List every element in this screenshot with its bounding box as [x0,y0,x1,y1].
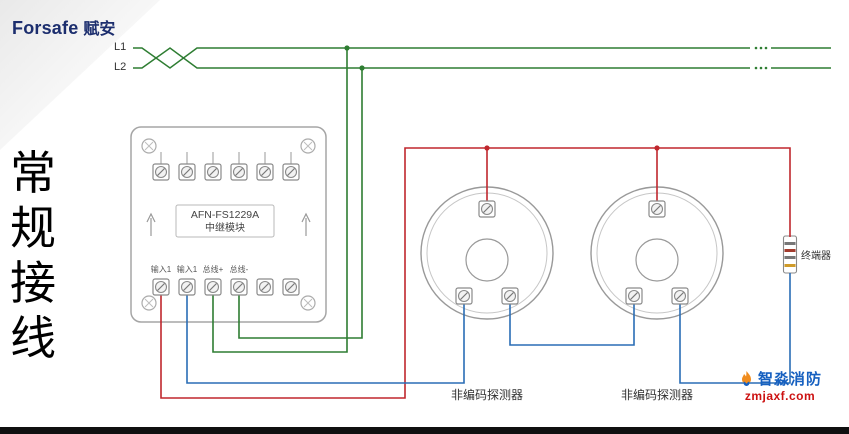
detector2-label: 非编码探测器 [620,388,693,402]
module-model: AFN-FS1229A [190,209,260,221]
title-char: 规 [10,203,56,254]
corner-screw [141,138,157,154]
brand-logo: Forsafe 赋安 [12,15,115,39]
junction-dot [359,65,365,71]
title-char: 接 [10,258,56,309]
brand-name-cn: 赋安 [83,21,116,38]
l2-label: L2 [114,61,127,73]
junction-dot [484,145,490,151]
watermark-site: zmjaxf.com [744,389,816,403]
junction-dot [654,145,660,151]
zone-negative-wire-det2-to-eol [679,273,791,384]
terminal-label-bus-plus: 总线+ [202,265,224,274]
corner-screw [141,295,157,311]
bus-drop-wire-2 [238,68,363,339]
corner-screw [300,295,316,311]
zone-negative-wire-module-to-det1 [186,287,465,384]
bus-drop-wire-1 [212,48,348,353]
bus-line-l2 [133,47,831,69]
eol-resistor-label: 终端器 [801,251,831,262]
zone-negative-wire-det1-to-det2 [509,296,635,346]
l1-label: L1 [114,41,127,53]
junction-dot [344,45,350,51]
terminal-label-input1b: 输入1 [176,265,198,274]
module-type: 中继模块 [205,223,245,234]
detector1-label: 非编码探测器 [450,388,523,402]
top-terminal-stems [160,152,292,164]
title-char: 常 [10,148,56,199]
module-nameplate [175,204,275,238]
bus-line-l1 [133,47,831,69]
zone-positive-wire [160,147,791,399]
flame-icon [741,371,751,386]
title-char: 线 [10,313,56,364]
corner-screw [300,138,316,154]
eol-resistor [782,235,798,274]
terminal-label-bus-minus: 总线- [229,265,249,274]
terminal-label-input1: 输入1 [150,265,172,274]
diagram-title-vertical: 常 规 接 线 [6,146,60,366]
footer-bar [0,427,849,434]
site-watermark: 智淼消防 zmjaxf.com [724,368,836,403]
bus-break-dots [754,46,768,70]
watermark-brand: 智淼消防 [757,371,822,388]
module-nameplate-text: AFN-FS1229A 中继模块 [176,209,274,235]
brand-name-latin: Forsafe [12,18,79,38]
